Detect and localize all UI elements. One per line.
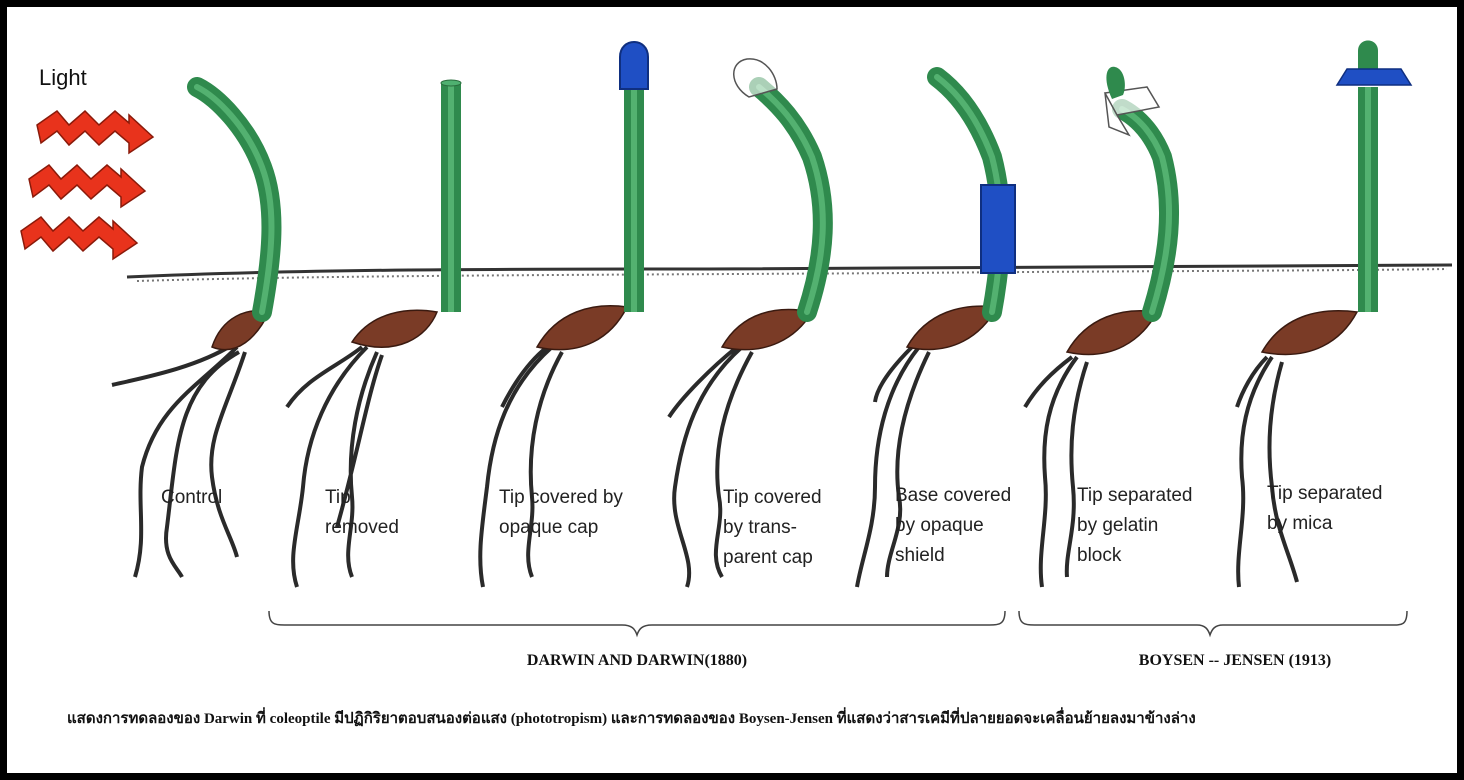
specimen-control bbox=[111, 77, 282, 579]
seed bbox=[350, 309, 439, 348]
light-arrow-icon bbox=[28, 163, 147, 209]
coleoptile-tip bbox=[1106, 66, 1125, 99]
root-hairs bbox=[478, 345, 564, 588]
phototropism-diagram: Light bbox=[20, 40, 1453, 727]
gelatin-block bbox=[1103, 86, 1161, 137]
seed bbox=[1260, 310, 1359, 356]
group-label-boysen-jensen: BOYSEN -- JENSEN (1913) bbox=[1139, 652, 1331, 669]
specimen-opaque-cap bbox=[478, 41, 649, 588]
light-arrow-icon bbox=[36, 109, 155, 155]
specimen-label-tip-removed: Tip removed bbox=[325, 487, 399, 538]
specimen-tip-removed bbox=[285, 79, 462, 588]
specimen-mica bbox=[1235, 40, 1413, 588]
coleoptile-tip bbox=[1358, 40, 1378, 71]
opaque-shield bbox=[980, 184, 1016, 274]
soil-line bbox=[126, 263, 1453, 279]
root-hairs bbox=[1023, 355, 1089, 588]
seed bbox=[1065, 310, 1159, 356]
specimen-transparent-cap bbox=[667, 58, 833, 588]
diagram-frame: Light bbox=[7, 7, 1457, 773]
light-arrows bbox=[20, 109, 155, 261]
brace-darwin bbox=[268, 610, 1006, 638]
seed bbox=[535, 305, 629, 351]
specimen-label-transparent-cap: Tip covered by trans- parent cap bbox=[723, 487, 827, 568]
specimen-label-opaque-shield: Base covered by opaque shield bbox=[895, 485, 1016, 566]
specimen-label-control: Control bbox=[161, 487, 222, 508]
figure-caption: แสดงการทดลองของ Darwin ที่ coleoptile มี… bbox=[67, 707, 1196, 727]
transparent-cap bbox=[733, 58, 778, 98]
mica-plate bbox=[1335, 68, 1413, 86]
root-hairs bbox=[111, 343, 247, 579]
light-label: Light bbox=[39, 65, 87, 90]
root-hairs bbox=[1235, 355, 1299, 588]
specimen-gelatin-block bbox=[1023, 66, 1180, 588]
specimen-opaque-shield bbox=[855, 67, 1016, 588]
specimen-label-opaque-cap: Tip covered by opaque cap bbox=[499, 487, 628, 538]
specimen-label-gelatin-block: Tip separated by gelatin block bbox=[1077, 485, 1198, 566]
brace-boysen-jensen bbox=[1018, 610, 1408, 638]
specimen-label-mica: Tip separated by mica bbox=[1267, 483, 1388, 534]
root-hairs bbox=[667, 345, 754, 588]
group-label-darwin: DARWIN AND DARWIN(1880) bbox=[527, 652, 747, 669]
opaque-cap bbox=[619, 41, 649, 90]
root-hairs bbox=[855, 345, 931, 588]
light-arrow-icon bbox=[20, 215, 139, 261]
root-hairs bbox=[285, 345, 384, 588]
